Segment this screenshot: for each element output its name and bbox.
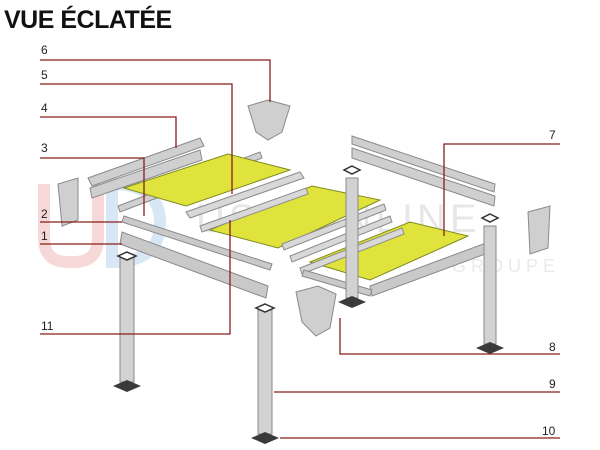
cross-slats	[185, 171, 405, 275]
post-top-plates	[116, 165, 500, 313]
post-front-center	[257, 309, 273, 435]
rail-4-top	[87, 137, 205, 187]
callout-label-1: 1	[41, 229, 48, 243]
leader-lines	[40, 59, 560, 439]
rail-back-right-2	[351, 147, 496, 207]
panel-left	[122, 153, 292, 207]
bracket-6	[247, 99, 291, 141]
callout-label-6: 6	[41, 43, 48, 57]
callout-label-7: 7	[549, 128, 556, 142]
post-cap-front-left	[116, 251, 138, 261]
post-cap-back-center	[342, 165, 362, 175]
watermark-sub: GROUPE	[452, 256, 560, 276]
leader-line-3	[40, 157, 145, 216]
post-cap-front-center	[254, 303, 276, 313]
leader-line-6	[40, 59, 271, 102]
rail-2	[121, 215, 273, 271]
bracket-left	[57, 177, 79, 227]
post-back-center	[345, 177, 359, 299]
leader-line-8	[339, 318, 560, 355]
slat-1	[185, 171, 305, 219]
rail-1	[119, 231, 269, 299]
bracket-8	[295, 285, 337, 337]
callout-label-9: 9	[549, 377, 556, 391]
page-title: VUE ÉCLATÉE	[4, 6, 172, 34]
posts	[119, 177, 497, 435]
callout-label-11: 11	[41, 319, 54, 333]
post-front-left	[119, 257, 135, 383]
callout-label-4: 4	[41, 101, 48, 115]
base-plate-back-center	[338, 296, 366, 308]
base-plate-front-center	[251, 432, 279, 444]
leader-line-5	[40, 83, 233, 194]
callout-label-8: 8	[549, 340, 556, 354]
bracket-right	[527, 205, 551, 255]
callout-label-2: 2	[41, 207, 48, 221]
front-rails	[119, 215, 497, 299]
rail-4-bottom	[89, 149, 203, 199]
base-plate-back-right	[476, 342, 504, 354]
rail-back-right-1	[351, 135, 496, 193]
leader-line-11	[40, 220, 231, 335]
callout-label-10: 10	[542, 424, 556, 438]
watermark-u-shape	[38, 184, 104, 268]
base-plate-front-left	[113, 380, 141, 392]
corner-brackets	[57, 99, 551, 337]
base-plates	[113, 296, 504, 444]
back-right-rails	[351, 135, 496, 207]
leader-line-7	[443, 143, 560, 236]
callout-label-5: 5	[41, 68, 48, 82]
callout-labels: 6 5 4 3 2 1 11 7 8 9 10	[41, 43, 556, 438]
post-cap-back-right	[480, 213, 500, 223]
callout-label-3: 3	[41, 141, 48, 155]
post-back-right	[483, 225, 497, 345]
slat-2	[199, 187, 309, 233]
leader-line-4	[40, 116, 177, 148]
